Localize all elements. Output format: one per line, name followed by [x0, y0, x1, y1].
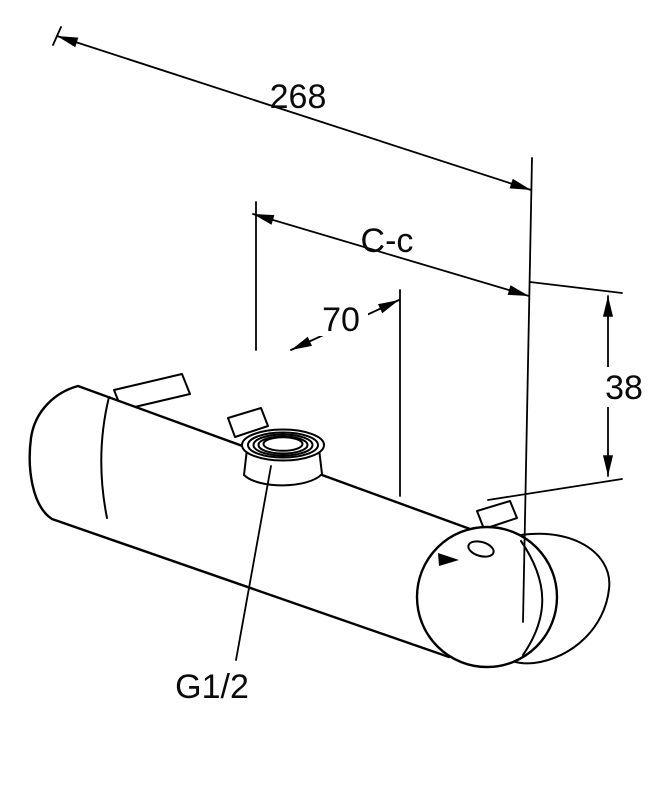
extension-line-top	[529, 281, 623, 294]
dimension-height: 38	[487, 281, 650, 501]
extension-line-right	[522, 157, 533, 623]
dimension-label-height: 38	[605, 369, 643, 407]
handle-face-edge	[520, 540, 544, 656]
direction-arrow-icon	[438, 553, 459, 566]
dimension-label-center-distance: C-c	[361, 222, 414, 260]
inlet-nut-right	[476, 500, 518, 530]
leader-line	[235, 465, 272, 661]
thread-ring	[247, 431, 319, 459]
inlet-nut-left	[227, 407, 269, 438]
temperature-button	[467, 540, 495, 558]
thread-ring	[262, 436, 304, 452]
dimension-line	[56, 35, 532, 191]
dimension-line	[252, 213, 530, 297]
dimension-offset: 70	[290, 299, 400, 351]
dimension-total-length: 268	[52, 26, 532, 191]
thread-ring	[252, 433, 314, 457]
thread-callout: G1/2	[175, 465, 272, 706]
label-mask	[314, 300, 368, 336]
thread-size-label: G1/2	[175, 668, 249, 706]
dimension-label-total-length: 268	[270, 78, 327, 116]
dimension-center-to-center: C-c	[252, 213, 530, 297]
mixer-body	[28, 373, 611, 669]
extension-line-bottom	[487, 478, 623, 501]
dimension-label-offset: 70	[322, 301, 360, 339]
label-mask	[598, 367, 650, 407]
left-cap-divider	[100, 396, 110, 519]
outlet-thread	[241, 428, 325, 487]
